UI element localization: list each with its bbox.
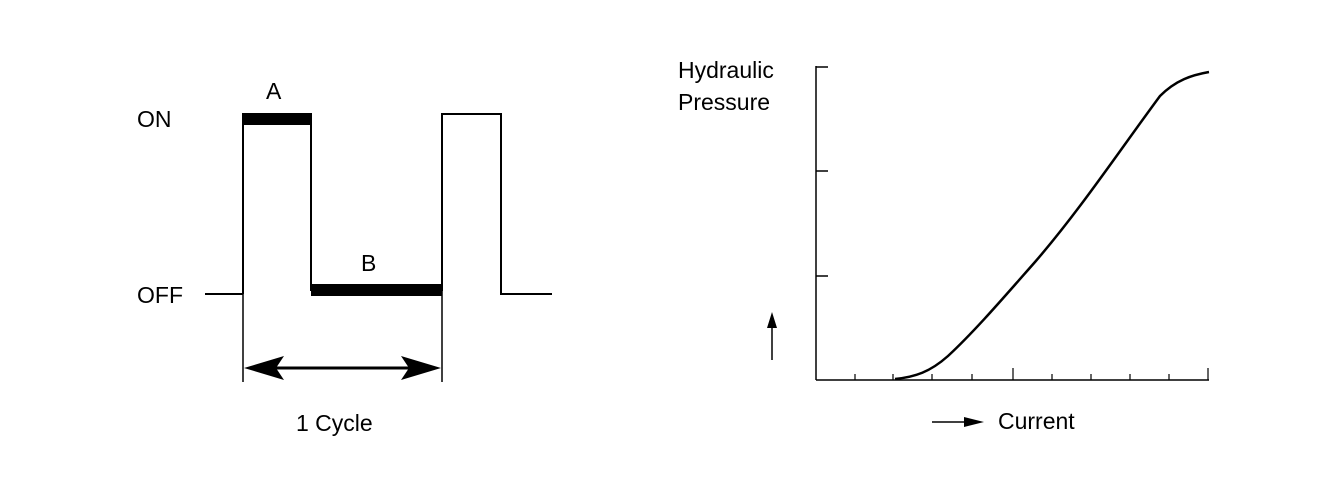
pressure-current-graph: Hydraulic Pressure bbox=[678, 57, 1210, 434]
cycle-arrow-right-head bbox=[401, 356, 441, 380]
pressure-curve bbox=[894, 70, 1210, 381]
segment-b-bar bbox=[311, 284, 442, 296]
cycle-arrow-left-head bbox=[244, 356, 284, 380]
off-level-label: OFF bbox=[137, 282, 183, 308]
x-axis-label: Current bbox=[998, 408, 1075, 434]
duty-cycle-waveform: ON OFF A B 1 Cycle bbox=[137, 78, 552, 436]
pressure-increase-arrow-head bbox=[767, 312, 777, 328]
segment-b-label: B bbox=[361, 250, 376, 276]
y-axis-ticks bbox=[816, 66, 828, 277]
segment-a-label: A bbox=[266, 78, 282, 104]
square-wave-signal bbox=[242, 113, 552, 295]
y-axis-label-line2: Pressure bbox=[678, 89, 770, 115]
y-axis-label-line1: Hydraulic bbox=[678, 57, 774, 83]
on-level-label: ON bbox=[137, 106, 172, 132]
current-increase-arrow-head bbox=[964, 417, 984, 427]
x-axis-ticks bbox=[854, 368, 1209, 380]
segment-a-bar bbox=[243, 113, 311, 125]
cycle-label: 1 Cycle bbox=[296, 410, 373, 436]
